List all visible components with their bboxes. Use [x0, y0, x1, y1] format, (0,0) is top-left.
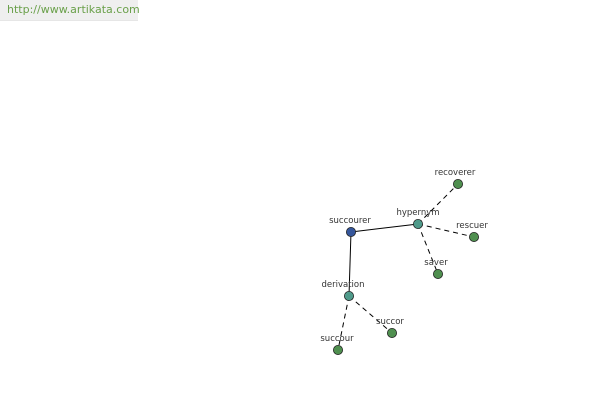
node-recoverer[interactable]: recoverer: [435, 168, 476, 189]
node-label-hypernym: hypernym: [396, 208, 439, 218]
node-succour[interactable]: succour: [320, 334, 354, 355]
edge-succourer-derivation: [348, 231, 352, 297]
edge-hypernym-recoverer: [417, 183, 459, 225]
node-succourer[interactable]: succourer: [329, 216, 371, 237]
node-dot-succor[interactable]: [386, 327, 397, 338]
graph-nodes: succourer hypernym derivation recoverer resc…: [320, 168, 488, 355]
node-derivation[interactable]: derivation: [321, 280, 365, 301]
graph-edges: [337, 183, 475, 351]
node-dot-saver[interactable]: [432, 268, 443, 279]
node-label-succourer: succourer: [329, 216, 371, 226]
node-label-succour: succour: [320, 334, 354, 344]
node-dot-recoverer[interactable]: [452, 178, 463, 189]
node-label-derivation: derivation: [321, 280, 364, 290]
node-saver[interactable]: saver: [424, 258, 448, 279]
edge-succourer-hypernym: [350, 223, 419, 233]
node-dot-succour[interactable]: [332, 344, 343, 355]
node-rescuer[interactable]: rescuer: [456, 221, 488, 242]
node-label-recoverer: recoverer: [435, 168, 476, 178]
node-dot-hypernym[interactable]: [412, 218, 423, 229]
node-label-succor: succor: [376, 317, 404, 327]
edge-derivation-succour: [337, 295, 350, 351]
edge-hypernym-rescuer: [417, 223, 475, 238]
node-label-rescuer: rescuer: [456, 221, 488, 231]
source-url-label[interactable]: http://www.artikata.com: [0, 0, 140, 21]
node-dot-rescuer[interactable]: [468, 231, 479, 242]
node-succor[interactable]: succor: [376, 317, 404, 338]
node-hypernym[interactable]: hypernym: [396, 208, 440, 229]
node-dot-succourer[interactable]: [345, 226, 356, 237]
node-label-saver: saver: [424, 258, 448, 268]
node-dot-derivation[interactable]: [343, 290, 354, 301]
edge-derivation-succor: [348, 295, 393, 334]
